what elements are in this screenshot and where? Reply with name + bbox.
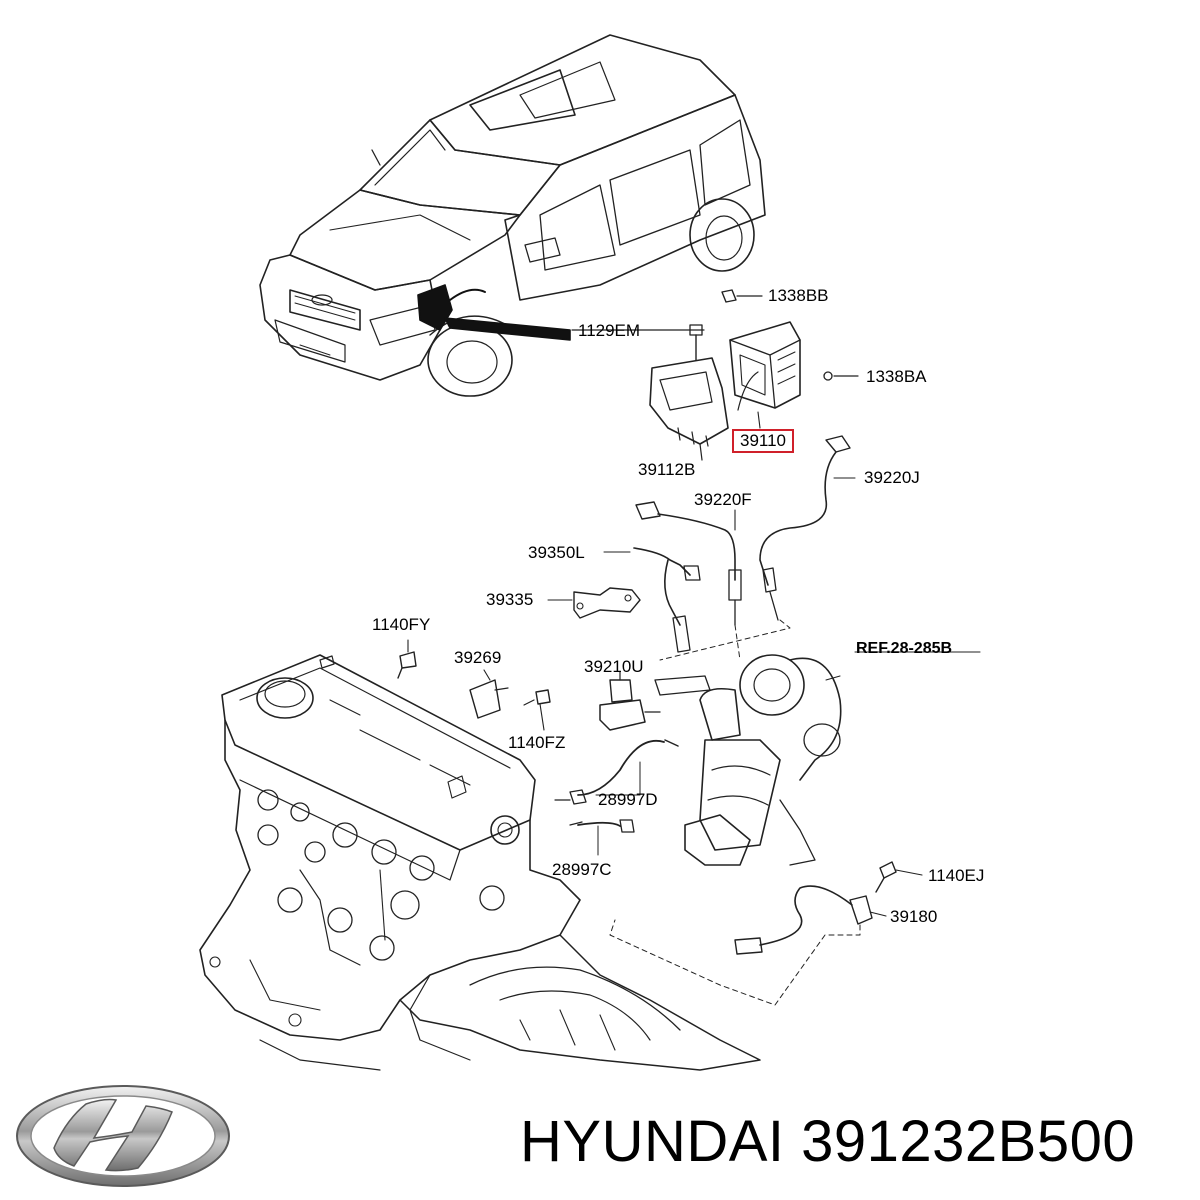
label-1140FY: 1140FY xyxy=(372,615,431,634)
label-39220J: 39220J xyxy=(864,468,920,487)
label-1338BB: 1338BB xyxy=(768,286,829,305)
label-39350L: 39350L xyxy=(528,543,585,562)
label-1140FZ: 1140FZ xyxy=(508,733,566,752)
label-39210U: 39210U xyxy=(584,657,644,676)
vehicle-illustration xyxy=(259,34,766,397)
hose-illustration xyxy=(554,739,679,856)
label-28997C: 28997C xyxy=(552,860,612,879)
label-ref-28-285B: REF.28-285B xyxy=(856,640,953,657)
label-1338BA: 1338BA xyxy=(866,367,927,386)
ecu-assembly-illustration xyxy=(571,289,859,461)
label-39269: 39269 xyxy=(454,648,502,667)
label-39112B: 39112B xyxy=(638,460,696,479)
parts-diagram xyxy=(199,34,981,1071)
label-39180: 39180 xyxy=(890,907,938,926)
label-1140EJ: 1140EJ xyxy=(928,866,985,885)
engine-block-illustration xyxy=(199,654,761,1071)
label-39220F: 39220F xyxy=(694,490,752,509)
crank-sensor-illustration xyxy=(609,861,923,1006)
label-39335: 39335 xyxy=(486,590,534,609)
pressure-sensor-illustration xyxy=(599,671,661,731)
label-1129EM: 1129EM xyxy=(578,321,641,340)
label-28997D: 28997D xyxy=(598,790,658,809)
sensor-harness-illustration xyxy=(547,435,856,661)
label-39110-highlighted: 39110 xyxy=(732,429,795,453)
bolts-bracket-illustration xyxy=(397,639,551,731)
turbo-converter-illustration xyxy=(654,651,981,866)
brand-part-number: HYUNDAI 391232B500 xyxy=(520,1109,1136,1174)
hyundai-logo-icon xyxy=(16,1085,230,1187)
